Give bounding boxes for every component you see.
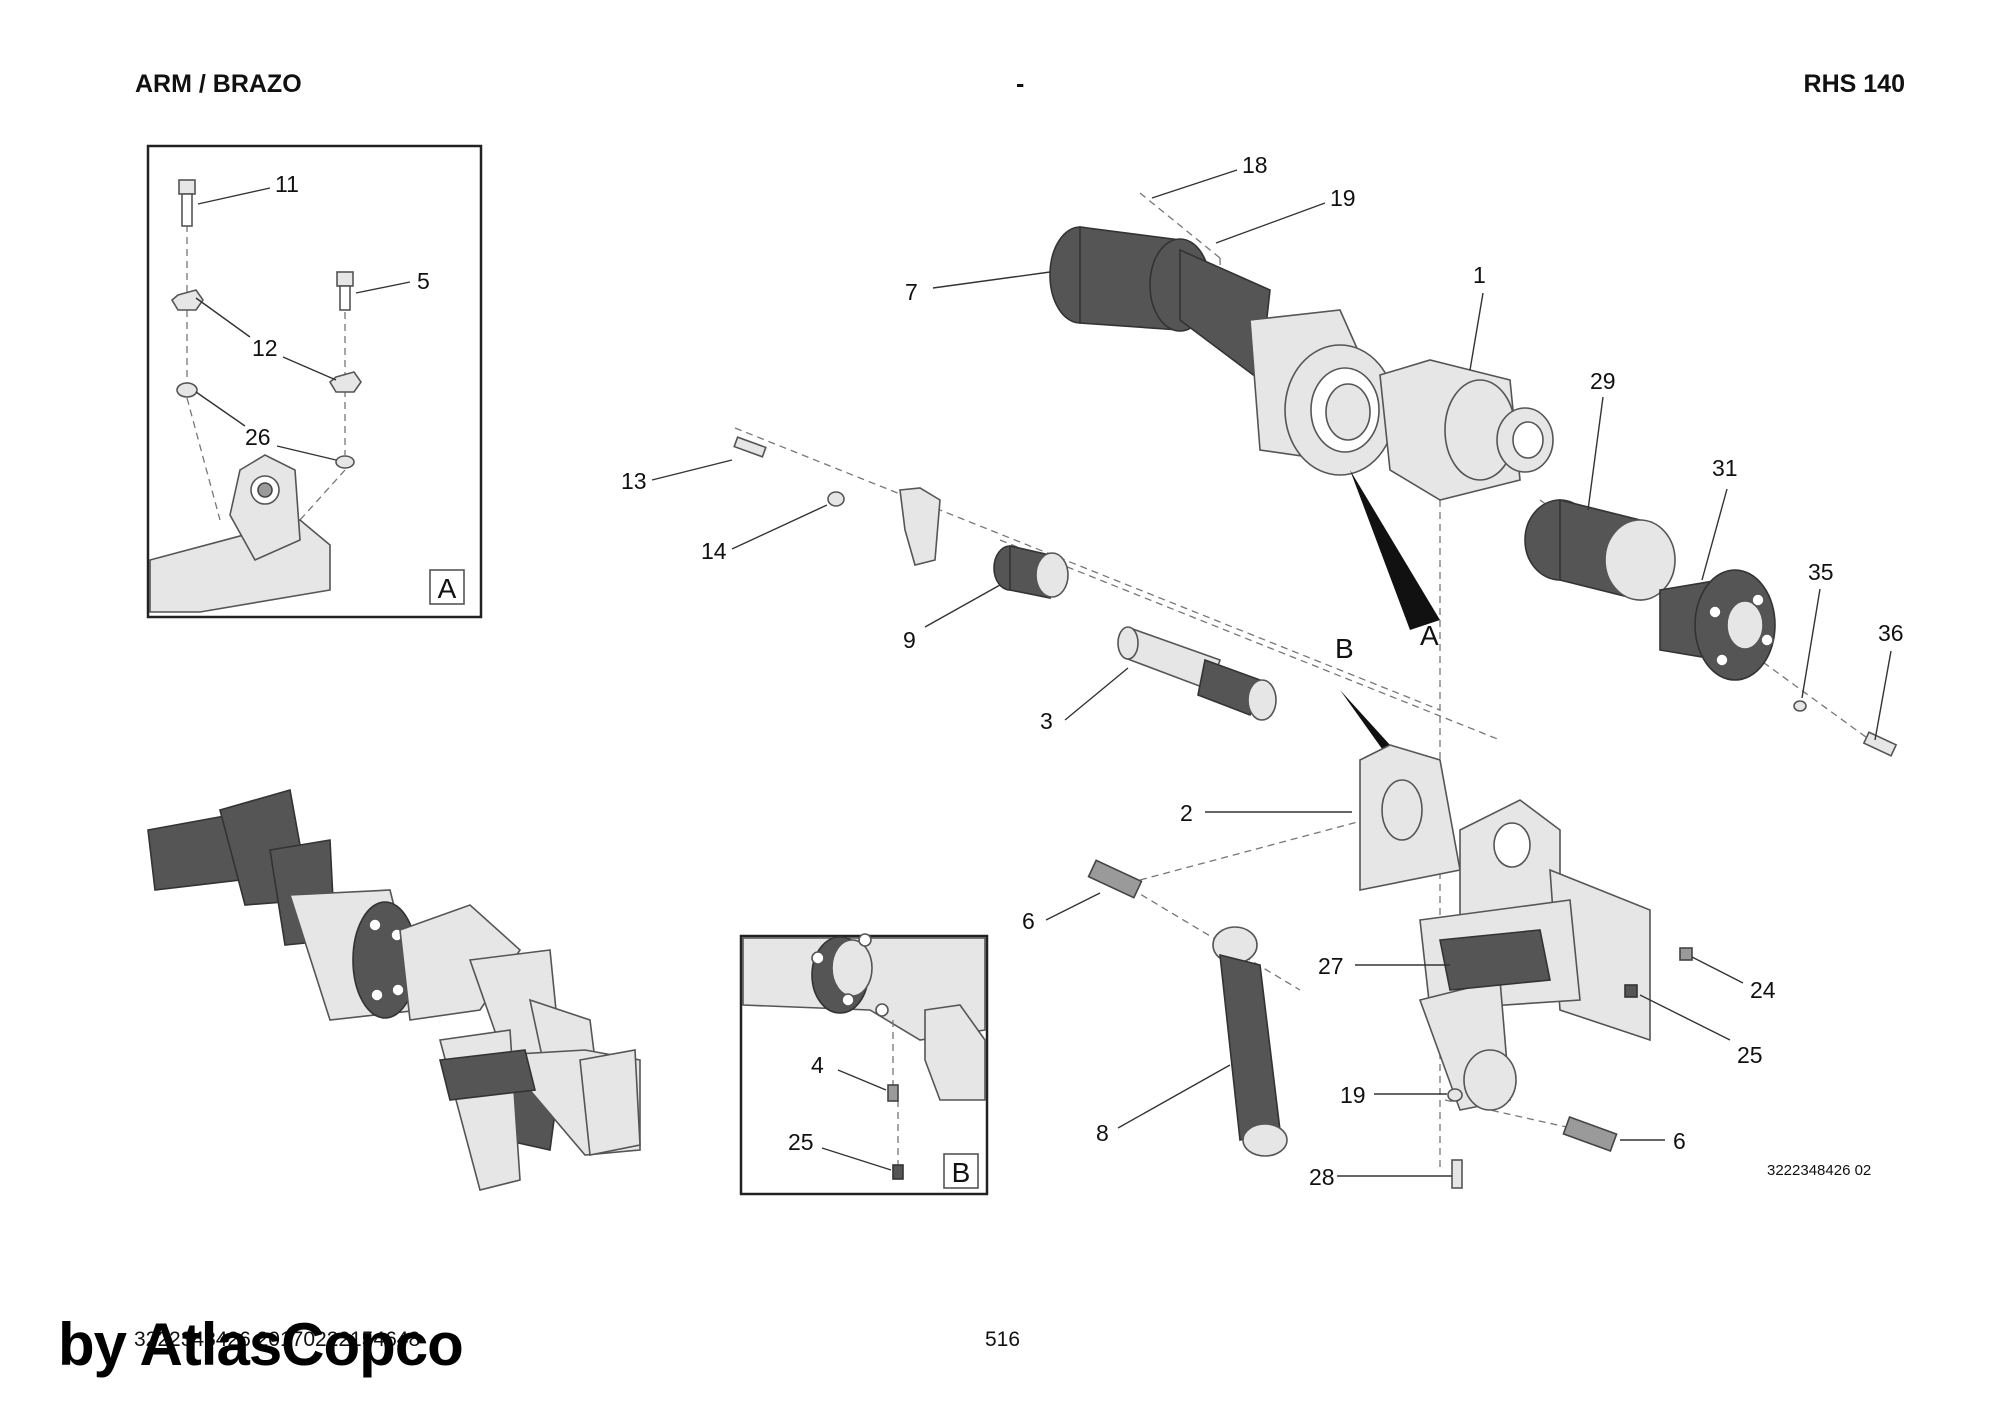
callout-29: 29 bbox=[1590, 368, 1616, 394]
washer-icon bbox=[176, 382, 198, 398]
callout-12: 12 bbox=[252, 335, 278, 361]
callout-26: 26 bbox=[245, 424, 271, 450]
callout-6-lower: 6 bbox=[1673, 1128, 1686, 1154]
main-label-a: A bbox=[1420, 620, 1439, 651]
header-title: ARM / BRAZO bbox=[135, 70, 302, 98]
nut-icon bbox=[328, 371, 362, 393]
washer-icon bbox=[1793, 700, 1807, 712]
callout-2: 2 bbox=[1180, 800, 1193, 826]
detail-a-tag: A bbox=[438, 573, 457, 604]
header-model: RHS 140 bbox=[1803, 70, 1905, 98]
main-exploded-view: A B bbox=[621, 152, 1904, 1190]
bushing-small-part bbox=[993, 545, 1069, 599]
callout-8: 8 bbox=[1096, 1120, 1109, 1146]
callout-14: 14 bbox=[701, 538, 727, 564]
flange-part bbox=[1659, 569, 1776, 681]
grease-nipple-icon bbox=[887, 1084, 899, 1102]
callout-9: 9 bbox=[903, 627, 916, 653]
pin-part bbox=[1117, 626, 1277, 721]
plug-icon bbox=[892, 1164, 904, 1180]
callout-25: 25 bbox=[1737, 1042, 1763, 1068]
footer-page-number: 516 bbox=[985, 1328, 1021, 1351]
clip-icon bbox=[899, 487, 941, 566]
figure-id: 3222348426 02 bbox=[1767, 1162, 1871, 1179]
callout-19-lower: 19 bbox=[1340, 1082, 1366, 1108]
plug-icon bbox=[1624, 984, 1638, 998]
callout-35: 35 bbox=[1808, 559, 1834, 585]
arm-tube-part bbox=[1049, 226, 1396, 476]
header-center: - bbox=[1016, 70, 1025, 98]
callout-36: 36 bbox=[1878, 620, 1904, 646]
callout-19: 19 bbox=[1330, 185, 1356, 211]
callout-5: 5 bbox=[417, 268, 430, 294]
assembled-arm-view bbox=[147, 788, 641, 1191]
callout-6: 6 bbox=[1022, 908, 1035, 934]
bolt-icon bbox=[336, 271, 354, 311]
callout-18: 18 bbox=[1242, 152, 1268, 178]
watermark: by AtlasCopco bbox=[58, 1311, 464, 1378]
callout-3: 3 bbox=[1040, 708, 1053, 734]
washer-icon bbox=[335, 455, 355, 469]
washer-icon bbox=[827, 491, 845, 507]
nut-icon bbox=[170, 289, 204, 311]
callout-11: 11 bbox=[275, 171, 299, 197]
callout-4: 4 bbox=[811, 1052, 824, 1078]
detail-a-pointer bbox=[1350, 470, 1440, 630]
grease-nipple-icon bbox=[1679, 947, 1693, 961]
bracket-icon bbox=[149, 454, 331, 613]
bolt-icon bbox=[178, 179, 196, 227]
housing-part bbox=[1379, 359, 1554, 501]
detail-b-tag: B bbox=[952, 1157, 971, 1188]
base-bracket-part bbox=[1359, 744, 1651, 1111]
detail-a-panel: A 11 5 12 26 bbox=[146, 144, 483, 619]
connector-icon bbox=[1087, 859, 1143, 899]
callout-25: 25 bbox=[788, 1129, 814, 1155]
callout-27: 27 bbox=[1318, 953, 1344, 979]
washer-icon bbox=[1447, 1088, 1463, 1102]
callout-31: 31 bbox=[1712, 455, 1738, 481]
main-label-b: B bbox=[1335, 633, 1354, 664]
bolt-icon bbox=[733, 436, 767, 458]
callout-28: 28 bbox=[1309, 1164, 1335, 1190]
footer-doc-ref: 3222348426 20170222154648 bbox=[134, 1328, 421, 1351]
hydraulic-cylinder-part bbox=[1212, 926, 1288, 1157]
bushing-part bbox=[1524, 498, 1676, 602]
callout-13: 13 bbox=[621, 468, 647, 494]
callout-24: 24 bbox=[1750, 977, 1776, 1003]
detail-b-panel: B 4 25 bbox=[739, 933, 989, 1196]
callout-7: 7 bbox=[905, 279, 918, 305]
callout-1: 1 bbox=[1473, 262, 1486, 288]
screw-icon bbox=[1862, 731, 1898, 757]
connector-icon bbox=[1562, 1115, 1618, 1153]
bolt-icon bbox=[1451, 1159, 1463, 1189]
